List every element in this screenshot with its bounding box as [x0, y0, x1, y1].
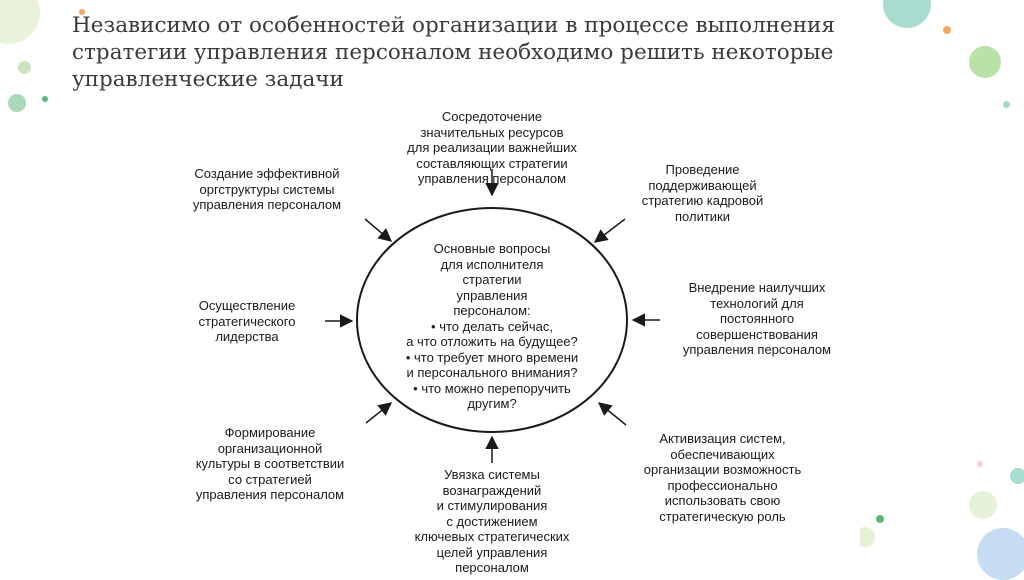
arrow-top-right: [593, 218, 626, 243]
decor-dot: [42, 96, 48, 102]
node-bottom-right: Активизация систем, обеспечивающих орган…: [643, 431, 802, 524]
question-item: что можно перепоручить: [372, 381, 612, 397]
node-bottom-left: Формирование организационной культуры в …: [195, 425, 345, 502]
decor-dot: [855, 527, 875, 547]
node-top: Сосредоточение значительных ресурсов для…: [407, 109, 577, 186]
center-ellipse: [356, 207, 628, 433]
node-top-right: Проведение поддерживающей стратегию кадр…: [641, 162, 764, 224]
decor-dot: [943, 26, 951, 34]
diagram-graphics: [325, 169, 660, 463]
arrow-top-left: [364, 218, 393, 242]
node-right: Внедрение наилучших технологий для посто…: [682, 280, 832, 357]
decor-dot: [8, 94, 26, 112]
arrow-bottom-left: [365, 402, 393, 424]
slide-title-line: управленческие задачи: [72, 67, 344, 92]
strategy-diagram: Сосредоточение значительных ресурсов для…: [163, 91, 860, 576]
decor-dot: [1010, 468, 1024, 484]
decor-dot: [977, 461, 983, 467]
decor-dot: [1003, 101, 1010, 108]
slide-title: Независимо от особенностей организации в…: [72, 12, 932, 93]
question-item: что требует много времени: [372, 350, 612, 366]
slide-title-line: стратегии управления персоналом необходи…: [72, 40, 834, 65]
center-questions: Основные вопросы для исполнителя стратег…: [372, 241, 612, 412]
decor-dot: [876, 515, 884, 523]
decor-dot: [969, 46, 1001, 78]
arrow-bottom-right: [597, 402, 627, 426]
decor-dot: [977, 528, 1024, 580]
node-bottom: Увязка системы вознаграждений и стимулир…: [414, 467, 570, 575]
node-left: Осуществление стратегического лидерства: [198, 298, 296, 344]
decor-dot: [969, 491, 997, 519]
decor-dot: [18, 61, 31, 74]
question-item: что делать сейчас,: [372, 319, 612, 335]
slide-title-line: Независимо от особенностей организации в…: [72, 13, 835, 38]
decor-dot: [0, 0, 40, 44]
node-top-left: Создание эффективной оргструктуры систем…: [192, 166, 342, 212]
decor-dot: [79, 9, 85, 15]
